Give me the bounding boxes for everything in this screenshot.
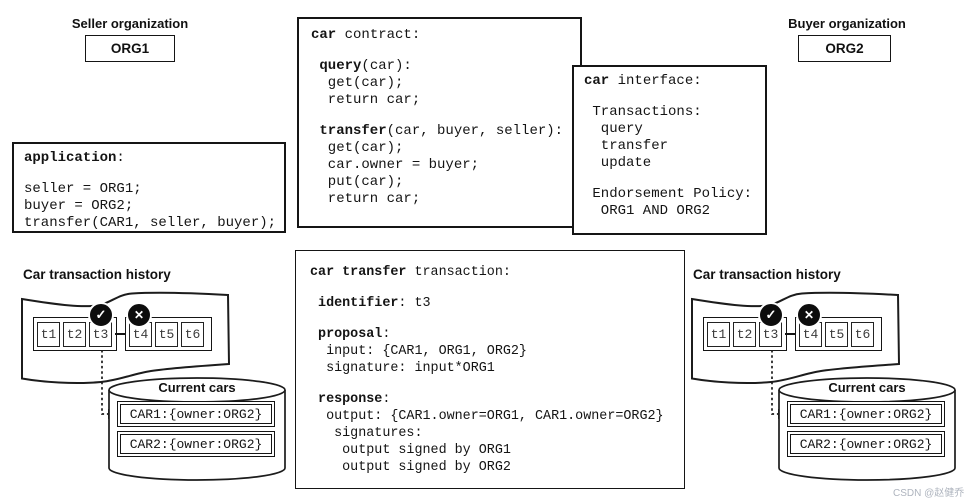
ledger-title: Car transaction history xyxy=(693,267,841,282)
watermark: CSDN @赵健乔 xyxy=(893,488,965,499)
org1-name: ORG1 xyxy=(110,41,150,56)
code-line: application: xyxy=(24,150,125,166)
tx-block: t5 xyxy=(155,321,178,347)
car-state-row: CAR2:{owner:ORG2} xyxy=(117,431,275,457)
code-line: query(car): xyxy=(311,58,412,74)
car-transaction-history-right: Car transaction history t1 t2 t3 t4 t5 t… xyxy=(684,264,967,488)
car-transfer-transaction-box: car transfer transaction: identifier: t3… xyxy=(295,250,685,489)
code-line: transfer(CAR1, seller, buyer); xyxy=(24,215,277,231)
current-cars-title: Current cars xyxy=(828,380,906,395)
code-line: update xyxy=(584,155,652,171)
code-line: Endorsement Policy: xyxy=(584,186,753,202)
code-line: seller = ORG1; xyxy=(24,181,142,197)
code-line: output signed by ORG2 xyxy=(310,460,511,475)
tx-block: t1 xyxy=(37,321,60,347)
valid-check-icon: ✓ xyxy=(88,302,114,328)
tx-block: t2 xyxy=(63,321,86,347)
tx-block: t6 xyxy=(851,321,874,347)
car-contract-box: car contract: query(car): get(car); retu… xyxy=(297,17,582,228)
ledger-title: Car transaction history xyxy=(23,267,171,282)
code-line: input: {CAR1, ORG1, ORG2} xyxy=(310,344,527,359)
tx-block: t5 xyxy=(825,321,848,347)
code-line: car transfer transaction: xyxy=(310,265,511,280)
tx-block: t1 xyxy=(707,321,730,347)
valid-check-icon: ✓ xyxy=(758,302,784,328)
code-line: buyer = ORG2; xyxy=(24,198,134,214)
code-line: get(car); xyxy=(311,140,404,156)
tx-block: t6 xyxy=(181,321,204,347)
block-group-valid: t1 t2 t3 xyxy=(33,317,117,351)
code-line: put(car); xyxy=(311,174,404,190)
seller-organization-label: Seller organization xyxy=(71,16,189,31)
code-line: car contract: xyxy=(311,27,421,43)
code-line: identifier: t3 xyxy=(310,296,431,311)
block-connector-line xyxy=(785,333,797,335)
tx-block: t4 xyxy=(129,321,152,347)
tx-block: t2 xyxy=(733,321,756,347)
code-line: ORG1 AND ORG2 xyxy=(584,203,711,219)
invalid-x-icon: ✕ xyxy=(796,302,822,328)
invalid-x-icon: ✕ xyxy=(126,302,152,328)
car-transaction-history-left: Car transaction history t1 t2 t3 t4 t5 t… xyxy=(14,264,304,488)
code-line: car.owner = buyer; xyxy=(311,157,480,173)
code-line: output signed by ORG1 xyxy=(310,443,511,458)
code-line: transfer xyxy=(584,138,669,154)
tx-block: t3 xyxy=(759,321,782,347)
code-line: car interface: xyxy=(584,73,702,89)
block-connector-line xyxy=(115,333,127,335)
org1-box: ORG1 xyxy=(85,35,175,62)
code-line: signature: input*ORG1 xyxy=(310,361,495,376)
code-line: Transactions: xyxy=(584,104,702,120)
code-line: query xyxy=(584,121,643,137)
code-line: output: {CAR1.owner=ORG1, CAR1.owner=ORG… xyxy=(310,409,664,424)
car-state-row: CAR1:{owner:ORG2} xyxy=(117,401,275,427)
code-line: response: xyxy=(310,392,391,407)
application-box: application: seller = ORG1; buyer = ORG2… xyxy=(12,142,286,233)
org2-name: ORG2 xyxy=(825,41,864,56)
car-state-row: CAR1:{owner:ORG2} xyxy=(787,401,945,427)
code-line: signatures: xyxy=(310,426,423,441)
code-line: return car; xyxy=(311,92,421,108)
code-line: return car; xyxy=(311,191,421,207)
current-cars-title: Current cars xyxy=(158,380,236,395)
buyer-organization-label: Buyer organization xyxy=(788,16,906,31)
org2-box: ORG2 xyxy=(798,35,891,62)
code-line: transfer(car, buyer, seller): xyxy=(311,123,564,139)
code-line: proposal: xyxy=(310,327,391,342)
car-state-row: CAR2:{owner:ORG2} xyxy=(787,431,945,457)
code-line: get(car); xyxy=(311,75,404,91)
car-interface-box: car interface: Transactions: query trans… xyxy=(572,65,767,235)
